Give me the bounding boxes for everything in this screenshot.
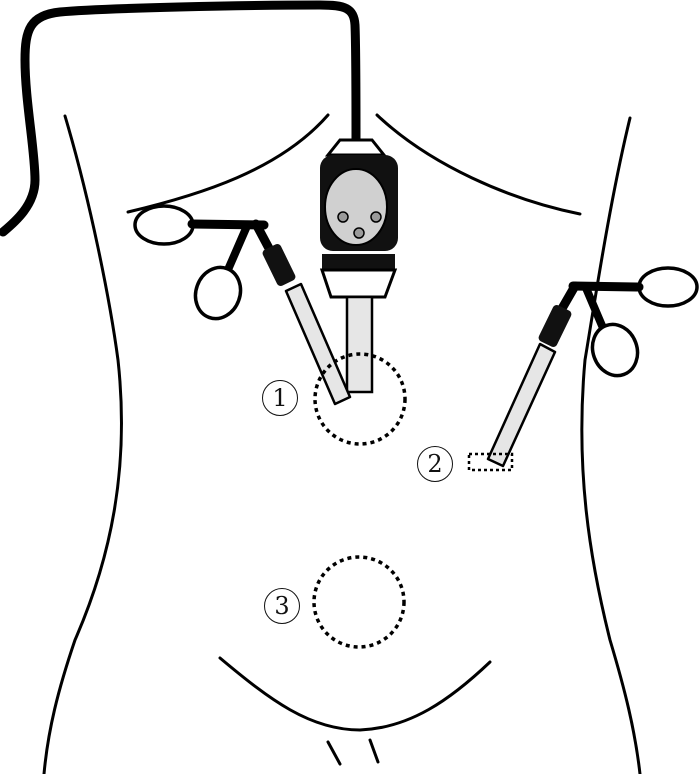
- port-label-2: 2: [417, 446, 453, 482]
- left-groin-line: [326, 740, 342, 766]
- right-body-contour: [580, 116, 642, 774]
- port-label-1: 1: [262, 380, 298, 416]
- camera-cable: [0, 0, 361, 237]
- right-groin-line: [368, 738, 380, 764]
- trocar-site-icon: [312, 555, 406, 649]
- trocar-site-icon: [313, 352, 407, 446]
- port-label-3: 3: [264, 588, 300, 624]
- grasper-icon: [133, 204, 352, 406]
- right-clavicle: [375, 113, 582, 216]
- grasper-icon: [486, 266, 699, 468]
- left-clavicle: [126, 113, 330, 214]
- lower-abdomen-curve: [218, 656, 492, 732]
- left-body-contour: [42, 114, 123, 774]
- trocar-site-icon: [467, 452, 514, 472]
- camera-icon: [319, 138, 398, 394]
